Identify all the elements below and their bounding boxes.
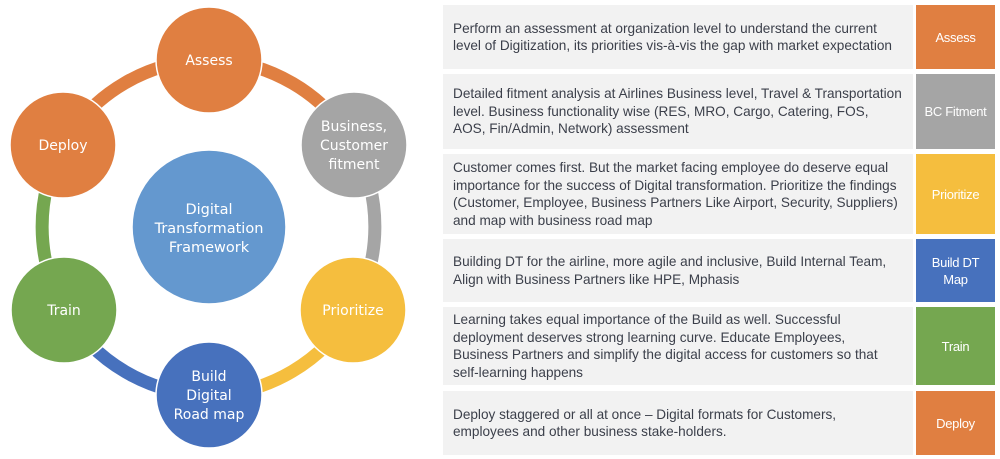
cycle-node-deploy: Deploy [9, 91, 117, 199]
row-tag: Prioritize [916, 154, 995, 234]
node-circle [300, 91, 408, 199]
row-description: Detailed fitment analysis at Airlines Bu… [443, 74, 913, 149]
cycle-node-prioritize: Prioritize [299, 256, 407, 364]
node-label: Prioritize [322, 303, 383, 319]
row-tag: Train [916, 307, 995, 385]
row-description: Perform an assessment at organization le… [443, 5, 913, 69]
row-description: Deploy staggered or all at once – Digita… [443, 391, 913, 455]
table-row: Customer comes first. But the market fac… [443, 154, 995, 234]
node-label: Train [46, 303, 81, 319]
node-label: Assess [185, 53, 232, 69]
row-tag: Deploy [916, 391, 995, 455]
node-circle [155, 6, 263, 114]
row-tag: Build DT Map [916, 239, 995, 302]
node-circle [299, 256, 407, 364]
node-circle [10, 256, 118, 364]
center-circle [131, 149, 287, 305]
node-circle [9, 91, 117, 199]
cycle-node-train: Train [10, 256, 118, 364]
table-row: Building DT for the airline, more agile … [443, 239, 995, 302]
table-row: Learning takes equal importance of the B… [443, 307, 995, 385]
node-label: Deploy [38, 138, 87, 154]
table-row: Perform an assessment at organization le… [443, 5, 995, 69]
table-row: Deploy staggered or all at once – Digita… [443, 391, 995, 455]
cycle-node-assess: Assess [155, 6, 263, 114]
row-tag: Assess [916, 5, 995, 69]
node-circle [155, 341, 263, 449]
row-tag: BC Fitment [916, 74, 995, 149]
row-description: Customer comes first. But the market fac… [443, 154, 913, 234]
row-description: Building DT for the airline, more agile … [443, 239, 913, 302]
table-row: Detailed fitment analysis at Airlines Bu… [443, 74, 995, 149]
row-description: Learning takes equal importance of the B… [443, 307, 913, 385]
